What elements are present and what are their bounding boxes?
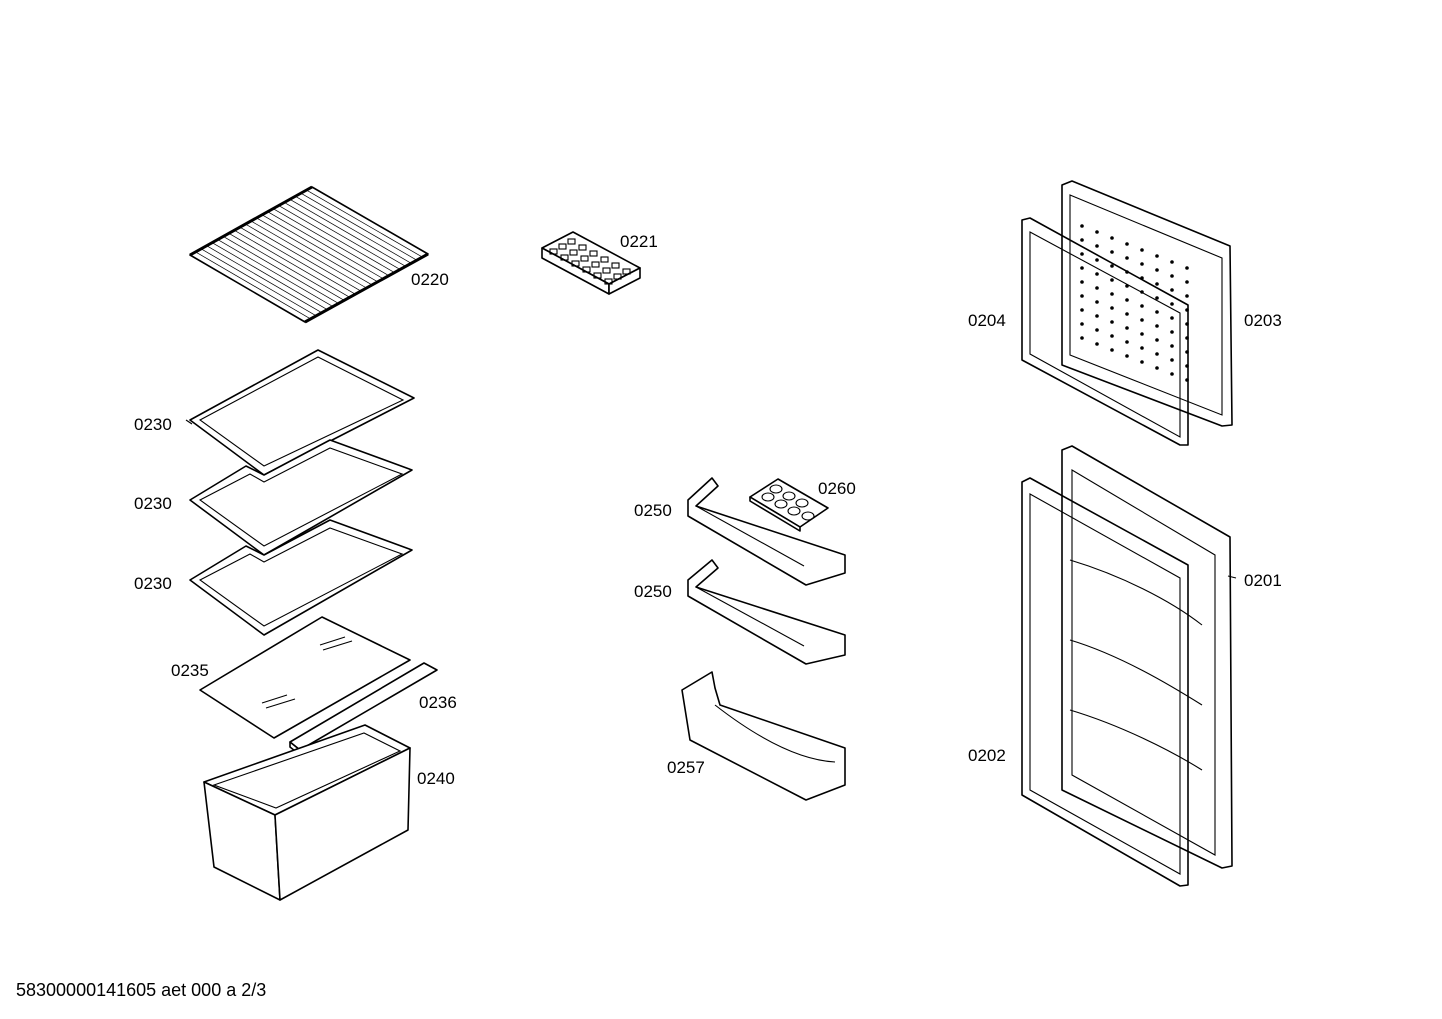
- part-label-0201: 0201: [1244, 571, 1282, 590]
- fridge-door-part: [1061, 445, 1233, 869]
- glass-shelf-part: [185, 349, 415, 476]
- wire-shelf-part: [189, 185, 429, 324]
- part-label-0230-a: 0230: [134, 415, 172, 434]
- egg-tray-part: [749, 478, 829, 532]
- ice-tray-part: [541, 231, 641, 295]
- part-label-0236: 0236: [419, 693, 457, 712]
- part-label-0220: 0220: [411, 270, 449, 289]
- part-label-0230-c: 0230: [134, 574, 172, 593]
- part-label-0204: 0204: [968, 311, 1006, 330]
- door-balcony-shelf-part: [687, 477, 846, 586]
- crisper-cover-glass-part: [199, 616, 411, 739]
- crisper-drawer-part: [203, 724, 411, 901]
- fridge-door-gasket-part: [1021, 477, 1189, 887]
- leader-line: [1227, 575, 1237, 579]
- part-label-0257: 0257: [667, 758, 705, 777]
- part-label-0240: 0240: [417, 769, 455, 788]
- door-balcony-shelf-part: [687, 559, 846, 665]
- part-label-0203: 0203: [1244, 311, 1282, 330]
- freezer-door-gasket-part: [1021, 217, 1189, 446]
- freezer-door-part: [1061, 180, 1233, 427]
- part-label-0230-b: 0230: [134, 494, 172, 513]
- part-label-0250-b: 0250: [634, 582, 672, 601]
- part-label-0235: 0235: [171, 661, 209, 680]
- drawing-number-footer: 58300000141605 aet 000 a 2/3: [16, 980, 267, 1000]
- part-label-0221: 0221: [620, 232, 658, 251]
- part-label-0202: 0202: [968, 746, 1006, 765]
- glass-shelf-part: [189, 519, 413, 636]
- part-label-0260: 0260: [818, 479, 856, 498]
- bottle-shelf-part: [681, 671, 846, 801]
- part-label-0250-a: 0250: [634, 501, 672, 520]
